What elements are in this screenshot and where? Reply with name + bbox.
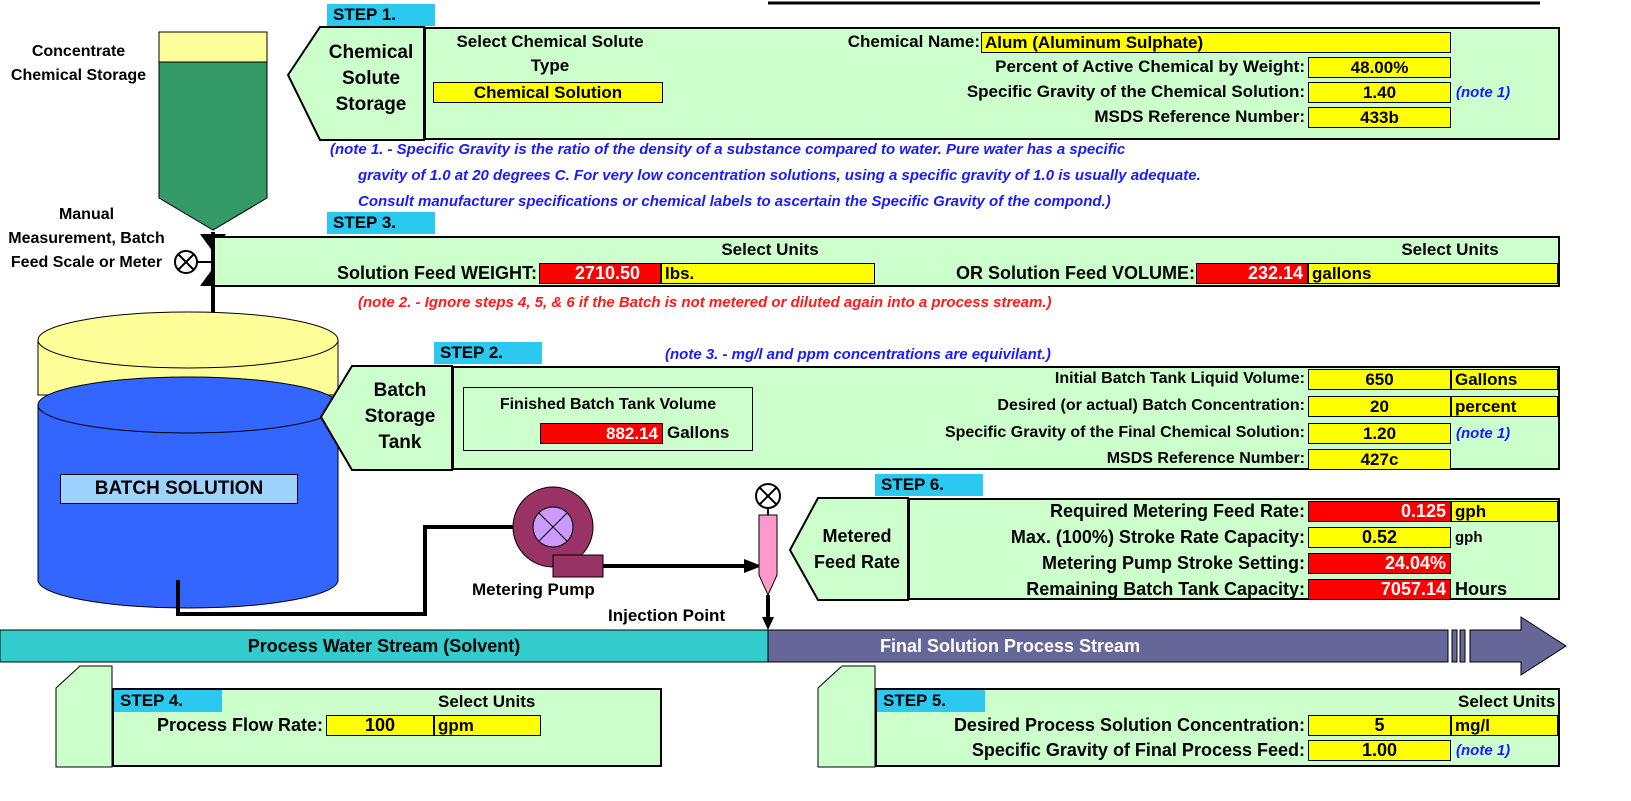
step5-units-label: Select Units [1458,692,1556,711]
step4-badge: STEP 4. [114,690,222,712]
step6-tag: Metered Feed Rate [813,526,901,572]
step6-badge: STEP 6. [875,474,983,496]
req-feed-unit-select[interactable]: gph [1451,501,1558,522]
pct-active-label: Percent of Active Chemical by Weight: [995,57,1305,76]
step1-tag: Chemical Solute Storage [328,42,414,115]
process-stream-label: Process Water Stream (Solvent) [247,636,521,656]
note1-line: (note 1. - Specific Gravity is the ratio… [330,141,1126,158]
step3-units-label: Select Units [721,240,819,259]
step4-units-label: Select Units [438,692,536,711]
sg-process-input[interactable]: 1.00 [1308,740,1451,761]
batch-conc-unit-select[interactable]: percent [1451,396,1558,417]
finished-volume-value: 882.14 [540,423,663,444]
solute-type-select[interactable]: Chemical Solution [433,82,663,103]
sg-chem-label: Specific Gravity of the Chemical Solutio… [966,82,1305,101]
sg-final-note: (note 1) [1456,425,1511,442]
feed-weight-value: 2710.50 [539,263,661,284]
pct-active-input[interactable]: 48.00% [1308,57,1451,78]
max-stroke-unit: gph [1455,529,1483,546]
note1-line: gravity of 1.0 at 20 degrees C. For very… [358,167,1201,184]
req-feed-value: 0.125 [1308,501,1451,522]
storage-label: Concentrate Chemical Storage [10,43,147,84]
step3-units-label-2: Select Units [1401,240,1499,259]
stroke-setting-value: 24.04% [1308,553,1451,574]
sg-final-label: Specific Gravity of the Final Chemical S… [944,424,1305,441]
msds-chem-input[interactable]: 433b [1308,107,1451,128]
msds-chem-label: MSDS Reference Number: [1094,107,1305,126]
feed-weight-label: Solution Feed WEIGHT: [337,263,537,283]
remaining-capacity-label: Remaining Batch Tank Capacity: [1026,579,1305,599]
flow-rate-input[interactable]: 100 [326,715,434,736]
msds-batch-label: MSDS Reference Number: [1106,450,1305,467]
sg-chem-note: (note 1) [1456,84,1511,101]
note1-line: Consult manufacturer specifications or c… [358,193,1111,210]
note1: (note 1. - Specific Gravity is the ratio… [330,137,1530,215]
storage-hopper [158,61,268,231]
storage-top [158,31,268,63]
finished-volume-label: Finished Batch Tank Volume [499,396,717,413]
feed-volume-unit-select[interactable]: gallons [1308,263,1558,284]
step2-tag: Batch Storage Tank [364,380,436,453]
initial-volume-unit-select[interactable]: Gallons [1451,369,1558,390]
note3: (note 3. - mg/l and ppm concentrations a… [665,346,1051,363]
max-stroke-input[interactable]: 0.52 [1308,527,1451,548]
chem-name-input[interactable]: Alum (Aluminum Sulphate) [981,32,1451,53]
pump-label: Metering Pump [472,580,595,599]
sg-process-note: (note 1) [1456,742,1511,759]
note2: (note 2. - Ignore steps 4, 5, & 6 if the… [358,294,1052,311]
batch-conc-input[interactable]: 20 [1308,396,1451,417]
step3-badge: STEP 3. [327,212,435,234]
flow-rate-label: Process Flow Rate: [156,715,323,735]
remaining-capacity-unit: Hours [1455,579,1508,599]
remaining-capacity-value: 7057.14 [1308,579,1451,600]
sg-chem-input[interactable]: 1.40 [1308,82,1451,103]
process-conc-unit-select[interactable]: mg/l [1451,715,1558,736]
max-stroke-label: Max. (100%) Stroke Rate Capacity: [1010,527,1305,547]
step1-badge: STEP 1. [327,4,435,26]
batch-conc-label: Desired (or actual) Batch Concentration: [997,397,1305,414]
step2-badge: STEP 2. [434,342,542,364]
valve-label: Manual Measurement, Batch Feed Scale or … [8,206,165,271]
step5-badge: STEP 5. [877,690,985,712]
flow-rate-unit-select[interactable]: gpm [434,715,541,736]
process-conc-input[interactable]: 5 [1308,715,1451,736]
feed-weight-unit-select[interactable]: lbs. [661,263,875,284]
batch-solution-label: BATCH SOLUTION [60,474,298,504]
initial-volume-label: Initial Batch Tank Liquid Volume: [1054,370,1305,387]
msds-batch-input[interactable]: 427c [1308,449,1451,470]
sg-final-input[interactable]: 1.20 [1308,423,1451,444]
final-stream-label: Final Solution Process Stream [880,636,1141,656]
feed-volume-value: 232.14 [1196,263,1308,284]
req-feed-label: Required Metering Feed Rate: [1049,501,1305,521]
process-conc-label: Desired Process Solution Concentration: [953,715,1305,735]
feed-volume-label: OR Solution Feed VOLUME: [956,263,1195,283]
sg-process-label: Specific Gravity of Final Process Feed: [971,740,1305,760]
injection-point-label: Injection Point [608,606,726,625]
step1-select-title: Select Chemical Solute Type [456,32,644,75]
chem-name-label: Chemical Name: [847,32,980,51]
finished-volume-box [463,387,753,451]
initial-volume-input[interactable]: 650 [1308,369,1451,390]
stroke-setting-label: Metering Pump Stroke Setting: [1041,553,1305,573]
finished-volume-unit: Gallons [667,423,730,442]
